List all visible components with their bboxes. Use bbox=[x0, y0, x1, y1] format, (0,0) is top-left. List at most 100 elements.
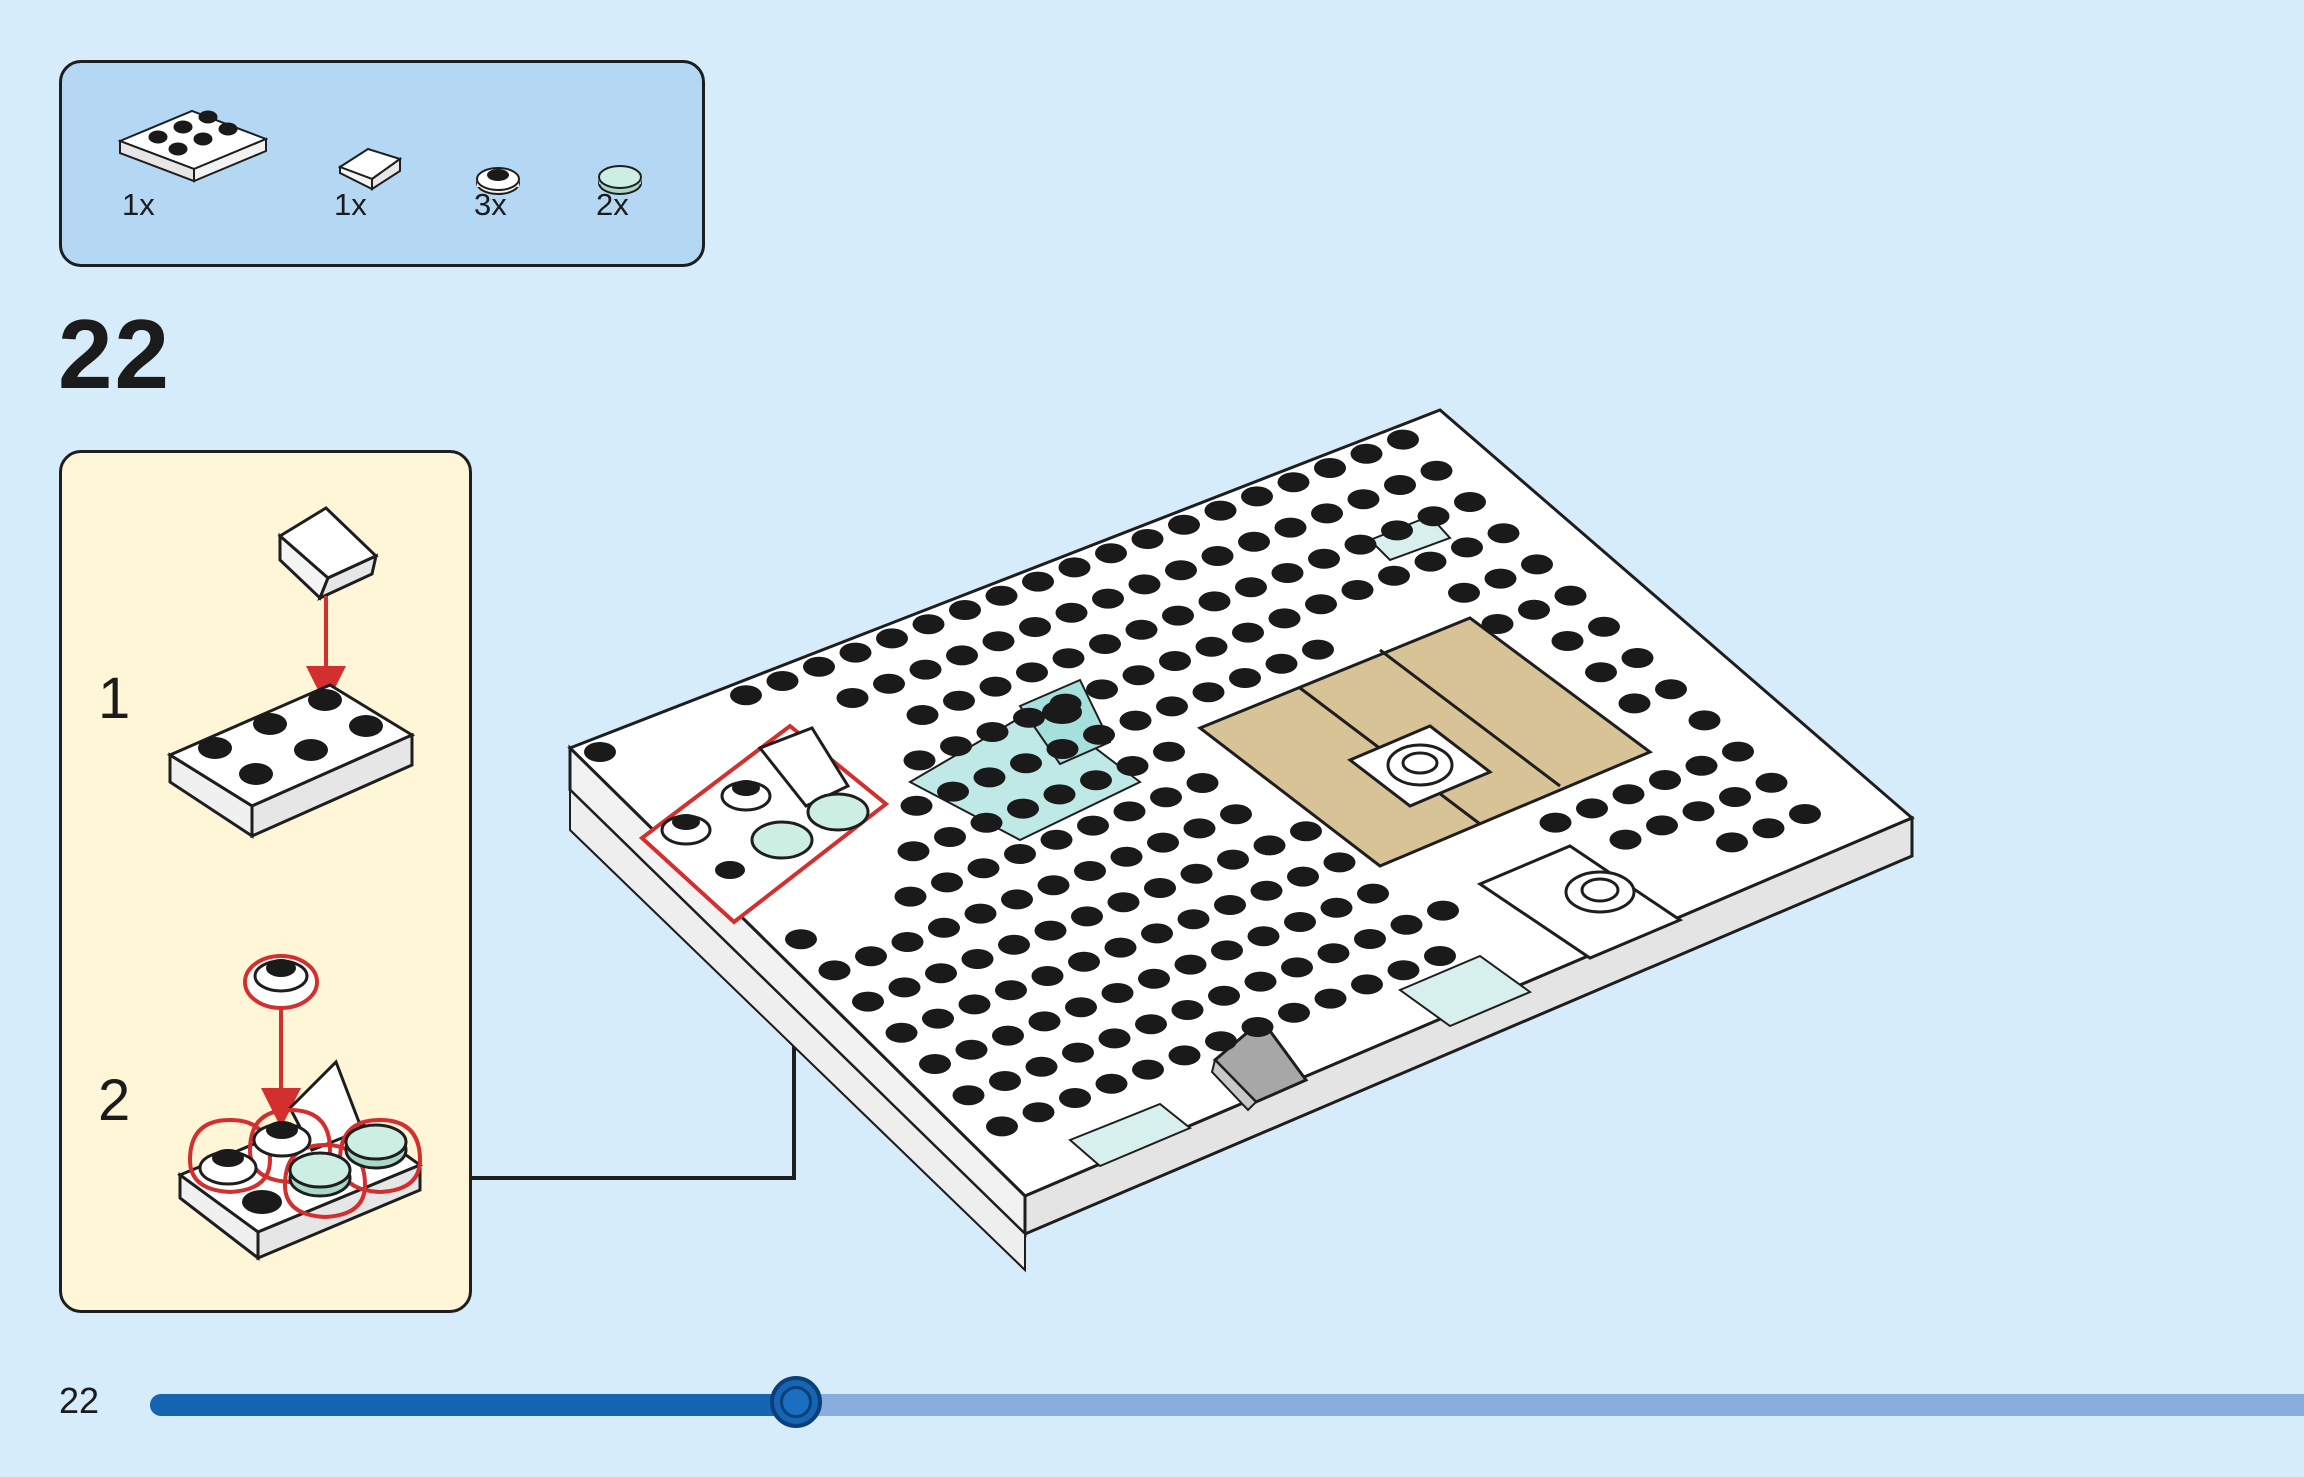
stud bbox=[1168, 1045, 1201, 1066]
stud bbox=[1612, 784, 1645, 805]
stud bbox=[1576, 798, 1608, 819]
stud bbox=[1141, 923, 1173, 944]
stud bbox=[1311, 503, 1343, 524]
stud bbox=[928, 917, 960, 938]
stud bbox=[1171, 1000, 1204, 1020]
stud bbox=[1424, 946, 1456, 966]
stud bbox=[1174, 954, 1207, 975]
stud bbox=[943, 690, 975, 711]
stud bbox=[1253, 835, 1286, 856]
stud bbox=[1132, 1059, 1164, 1080]
stud bbox=[1037, 875, 1070, 896]
stud bbox=[1305, 594, 1337, 615]
stud bbox=[1390, 914, 1423, 935]
slope-tile-brick bbox=[277, 506, 379, 601]
stud bbox=[1168, 514, 1200, 535]
stud bbox=[855, 946, 887, 967]
stud bbox=[1308, 548, 1340, 569]
stud bbox=[931, 872, 963, 893]
stud bbox=[1244, 971, 1277, 992]
stud bbox=[1083, 724, 1115, 745]
stud bbox=[1113, 801, 1146, 822]
stud bbox=[1716, 832, 1748, 853]
stud bbox=[1128, 574, 1161, 595]
stud bbox=[1609, 829, 1642, 850]
stud bbox=[1287, 866, 1319, 887]
light-aqua-round-tile-icon bbox=[598, 165, 642, 195]
stud bbox=[1278, 1002, 1310, 1023]
parts-list-panel: 1x 1x 3x 2x bbox=[59, 60, 705, 267]
stud bbox=[992, 1025, 1024, 1046]
stud bbox=[1125, 619, 1158, 640]
stud bbox=[961, 949, 994, 969]
stud bbox=[1204, 500, 1237, 521]
stud bbox=[949, 600, 981, 620]
stud bbox=[1198, 591, 1231, 612]
stud bbox=[1092, 588, 1124, 609]
stud bbox=[1518, 599, 1550, 620]
stud bbox=[1022, 1102, 1055, 1123]
stud bbox=[852, 991, 884, 1012]
sub-step-label: 2 bbox=[98, 1068, 131, 1133]
stud bbox=[894, 886, 927, 907]
stud bbox=[1144, 878, 1176, 898]
stud bbox=[1417, 506, 1450, 527]
progress-bar-knob-ring bbox=[780, 1386, 813, 1418]
stud bbox=[818, 960, 851, 981]
placed-subassembly bbox=[638, 723, 890, 925]
stud bbox=[934, 827, 966, 847]
stud bbox=[1588, 616, 1620, 637]
part-qty: 3x bbox=[474, 187, 507, 222]
stud bbox=[1077, 815, 1109, 836]
stud bbox=[766, 671, 799, 691]
stud bbox=[903, 750, 936, 771]
stud bbox=[1655, 679, 1687, 700]
stud bbox=[1074, 861, 1106, 881]
stud bbox=[1484, 568, 1517, 589]
stud bbox=[1752, 818, 1785, 839]
stud bbox=[730, 685, 762, 706]
stud bbox=[1284, 912, 1316, 932]
stud bbox=[1427, 900, 1459, 921]
stud bbox=[1347, 489, 1380, 510]
stud bbox=[1119, 710, 1152, 731]
round-plate-red-outlined bbox=[243, 954, 319, 1010]
stud bbox=[1481, 614, 1514, 634]
stud bbox=[1277, 472, 1310, 493]
gray-slope-tile bbox=[1210, 1017, 1309, 1112]
stud bbox=[1104, 937, 1137, 958]
stud bbox=[1031, 966, 1064, 986]
stud bbox=[1147, 832, 1179, 853]
stud bbox=[1205, 1031, 1237, 1052]
stud bbox=[952, 1085, 985, 1106]
stud bbox=[1116, 756, 1149, 776]
stud bbox=[1789, 804, 1821, 824]
white-2x3-plate-icon bbox=[118, 109, 268, 183]
stud bbox=[1554, 585, 1587, 606]
stud bbox=[1183, 818, 1216, 839]
stud bbox=[912, 614, 945, 635]
stud bbox=[1378, 565, 1410, 586]
stud bbox=[1448, 582, 1480, 603]
stud bbox=[1682, 801, 1715, 822]
stud bbox=[1220, 804, 1252, 825]
stud bbox=[1265, 653, 1298, 674]
stud bbox=[940, 736, 972, 757]
stud bbox=[1098, 1028, 1131, 1049]
stud bbox=[873, 673, 905, 694]
stud bbox=[1317, 943, 1350, 964]
stud bbox=[1719, 787, 1751, 807]
stud bbox=[1089, 634, 1121, 654]
stud bbox=[1351, 974, 1383, 995]
stud bbox=[1192, 682, 1225, 703]
plate-2x3 bbox=[166, 683, 416, 839]
stud bbox=[1688, 710, 1721, 731]
stud bbox=[1095, 1073, 1128, 1094]
stud bbox=[1034, 920, 1067, 941]
stud bbox=[1107, 892, 1140, 913]
stud bbox=[1551, 631, 1584, 651]
stud bbox=[1354, 929, 1386, 949]
substep-1-illustration bbox=[166, 506, 416, 839]
stud bbox=[982, 631, 1015, 652]
stud bbox=[946, 645, 978, 666]
